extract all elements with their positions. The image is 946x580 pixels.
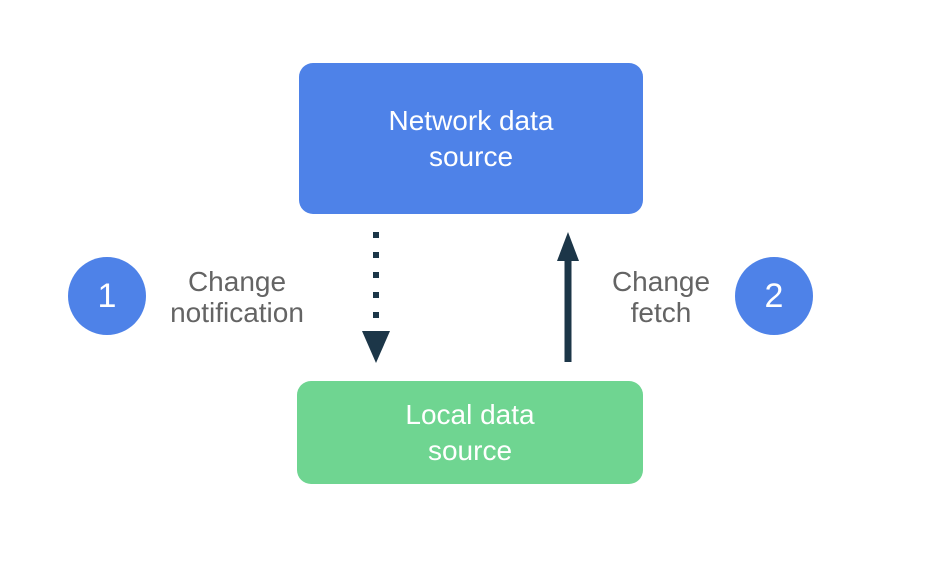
change-fetch-label: Change fetch — [611, 266, 711, 328]
change-notification-dotted-down-arrow-icon — [362, 232, 390, 363]
change-notification-label: Change notification — [170, 266, 304, 328]
network-data-source-box: Network data source — [299, 63, 643, 214]
step-2-number: 2 — [764, 276, 784, 315]
local-data-source-label: Local data source — [405, 398, 535, 466]
change-fetch-solid-up-arrow-icon — [557, 232, 579, 362]
step-1-badge: 1 — [68, 257, 146, 335]
step-2-badge: 2 — [735, 257, 813, 335]
network-data-source-label: Network data source — [388, 104, 554, 172]
step-1-number: 1 — [97, 276, 117, 315]
local-data-source-box: Local data source — [297, 381, 643, 484]
